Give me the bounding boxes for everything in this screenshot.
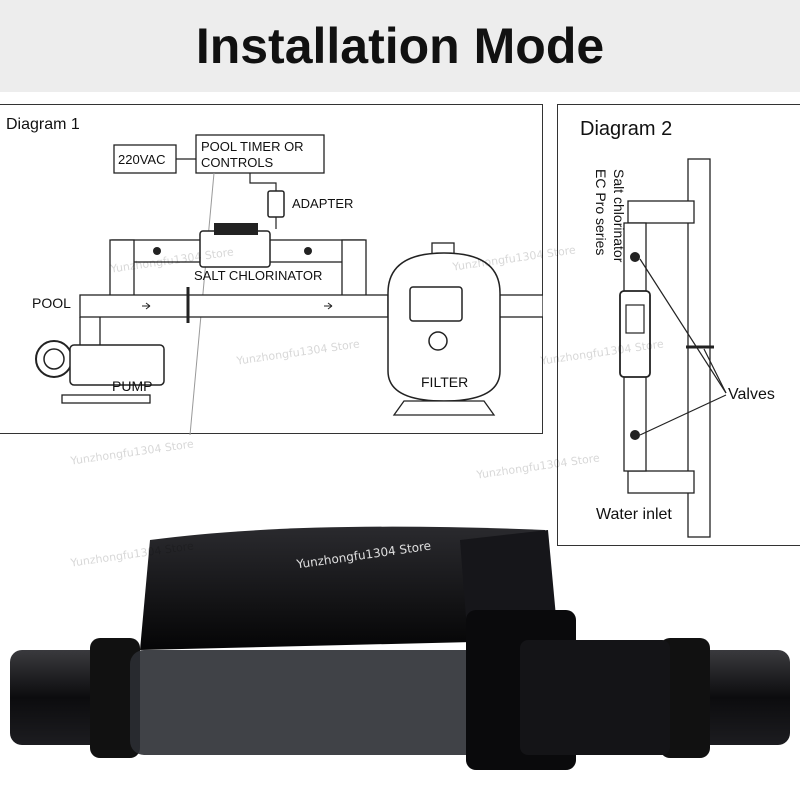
diagram-1-title: Diagram 1 xyxy=(6,116,80,133)
filter-label: FILTER xyxy=(421,374,468,390)
pump-icon xyxy=(69,344,165,386)
valve-pointer xyxy=(703,348,727,394)
diagram-1-drawing: Diagram 1 220VAC POOL TIMER OR CONTROLS … xyxy=(6,116,544,436)
power-box xyxy=(113,144,177,174)
watermark: Yunzhongfu1304 Store xyxy=(69,437,195,468)
title-banner: Installation Mode xyxy=(0,0,800,92)
valve-pointer xyxy=(639,394,727,436)
control-unit-top xyxy=(140,526,555,650)
device-label-line2: EC Pro series xyxy=(593,169,609,255)
chlorinator-cap xyxy=(214,223,258,235)
timer-label-line1: POOL TIMER OR xyxy=(201,139,304,154)
filter-base xyxy=(392,400,496,416)
bypass-right-riser xyxy=(341,239,367,303)
diagram-2-panel: Diagram 2 Salt chlorinator EC Pro series… xyxy=(557,104,800,546)
left-union-nut xyxy=(90,638,140,758)
pump-motor-inner xyxy=(43,348,65,370)
cell-right-collar xyxy=(520,640,670,755)
flow-arrow-icon xyxy=(324,302,333,310)
device-label-line1: Salt chlorinator xyxy=(611,169,627,263)
adapter-label: ADAPTER xyxy=(292,196,353,211)
ec-pro-chlorinator-icon xyxy=(619,290,651,378)
diagram-2-title: Diagram 2 xyxy=(580,118,672,140)
main-pipe xyxy=(79,294,389,318)
multiport-valve-icon xyxy=(409,286,463,322)
pump-label: PUMP xyxy=(112,378,152,394)
adapter-wire xyxy=(249,173,277,191)
valve-pointer xyxy=(639,258,727,394)
drain-icon xyxy=(428,331,448,351)
valve-icon xyxy=(630,252,640,262)
bypass-left-riser xyxy=(109,239,135,303)
valves-label: Valves xyxy=(728,386,775,403)
right-union-nut xyxy=(660,638,710,758)
power-label: 220VAC xyxy=(118,152,165,167)
timer-box xyxy=(195,134,325,174)
diagram-2-drawing: Diagram 2 Salt chlorinator EC Pro series… xyxy=(580,118,775,538)
valve-icon xyxy=(153,247,161,255)
page-title: Installation Mode xyxy=(195,18,605,74)
timer-label-line2: CONTROLS xyxy=(201,155,274,170)
pump-base xyxy=(61,394,151,404)
chlorinator-label: SALT CHLORINATOR xyxy=(194,268,322,283)
water-inlet-label: Water inlet xyxy=(596,506,672,523)
chlorinator-photo xyxy=(10,526,790,770)
top-branch-pipe xyxy=(627,200,695,224)
adapter-icon xyxy=(267,190,285,218)
diagram-1-panel: Diagram 1 220VAC POOL TIMER OR CONTROLS … xyxy=(0,104,544,436)
flow-arrow-icon xyxy=(142,302,151,310)
valve-icon xyxy=(630,430,640,440)
device-screen xyxy=(625,304,645,334)
pool-label: POOL xyxy=(32,295,71,311)
bottom-branch-pipe xyxy=(627,470,695,494)
valve-icon xyxy=(304,247,312,255)
